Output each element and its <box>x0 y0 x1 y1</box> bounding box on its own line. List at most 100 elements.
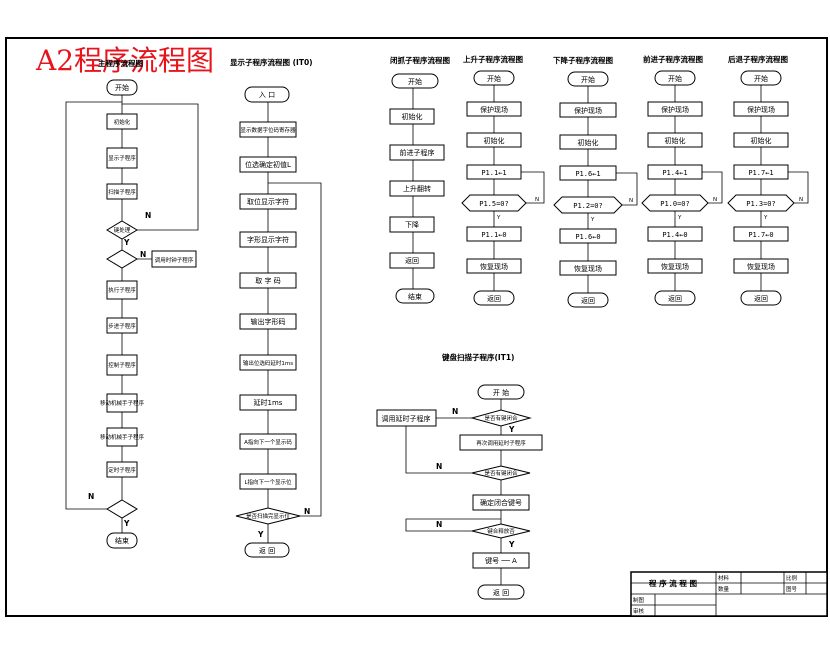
main-node-exec-label: 执行子程序 <box>108 286 136 294</box>
sub-up-start-label: 开始 <box>487 74 501 83</box>
sub-back-no: N <box>799 197 803 203</box>
sub-back-n5-label: 恢复现场 <box>747 262 775 271</box>
keyscan-no-3: N <box>436 520 442 529</box>
claw-node-4 <box>389 252 435 269</box>
display-title: 显示子程序流程图 (IT0) <box>230 57 313 67</box>
claw-end <box>395 288 435 304</box>
sub-down-start-label: 开始 <box>581 75 595 84</box>
title-block-scale: 比例 <box>786 574 798 582</box>
sub-up-n3-label: P1.1←1 <box>481 169 506 177</box>
sub-back-n4-label: P1.7←0 <box>748 231 773 239</box>
main-no-1: N <box>145 211 151 220</box>
sub-down-n4-label: P1.6←0 <box>575 233 600 241</box>
sub-up-title: 上升子程序流程图 <box>463 54 523 64</box>
keyscan-no-1: N <box>452 407 458 416</box>
sub-fwd-no: N <box>713 197 717 203</box>
display-node-4-label: 取 字 码 <box>255 276 280 285</box>
keyscan-side-label: 调用延时子程序 <box>382 414 431 423</box>
sub-fwd-n2-label: 初始化 <box>665 136 686 145</box>
sub-fwd-yes: Y <box>677 215 682 221</box>
main-no-3: N <box>88 492 94 501</box>
sub-back-title: 后退子程序流程图 <box>728 54 788 64</box>
sub-back-cond-label: P1.3=0? <box>746 200 776 208</box>
main-decision-1-label: 键处理 <box>114 226 131 234</box>
sub-down-n1-label: 保护现场 <box>574 106 602 115</box>
sub-fwd-title: 前进子程序流程图 <box>643 54 703 64</box>
main-node-timer-label: 定时子程序 <box>108 466 136 474</box>
main-node-move-label: 移动机械手子程序 <box>100 399 145 407</box>
keyscan-return-label: 返 回 <box>493 589 509 597</box>
sub-down-yes: Y <box>590 217 595 223</box>
display-node-8-label: A指向下一个显示码 <box>244 438 292 446</box>
sub-up-yes: Y <box>496 215 501 221</box>
sub-up-n2-label: 初始化 <box>484 136 505 145</box>
sub-down-cond <box>553 196 623 214</box>
display-node-6-label: 输出位选码延时1ms <box>243 359 293 367</box>
keyscan-yes-3: Y <box>508 540 515 549</box>
main-yes-3: Y <box>123 519 130 528</box>
claw-node-4-label: 返回 <box>405 257 419 265</box>
main-flowchart: 主程序流程图 开始 初始化 显示子程序 扫描子程序 键处理 调用时钟子程序 执行… <box>65 58 199 549</box>
sub-fwd-end-label: 返回 <box>668 295 682 303</box>
sub-up-n1-label: 保护现场 <box>480 105 508 114</box>
sub-fwd-n1-label: 保护现场 <box>661 105 689 114</box>
sub-down-n3-label: P1.6←1 <box>575 170 600 178</box>
keyscan-d3-label: 键合释放否 <box>487 527 515 535</box>
claw-node-0 <box>389 108 435 125</box>
display-connectors <box>267 102 322 543</box>
sub-flowchart-down: 下降子程序流程图 开始 保护现场 初始化 P1.6←1 P1.2=0? P1.6… <box>553 55 638 308</box>
main-title: 主程序流程图 <box>98 58 143 68</box>
claw-end-label: 结束 <box>408 292 422 301</box>
title-block-drafter: 制图 <box>633 596 645 604</box>
display-flowchart: 显示子程序流程图 (IT0) 入 口 显示数据字位码寄存器 位选确定初值L 取位… <box>230 57 322 558</box>
claw-node-1-label: 前进子程序 <box>400 148 435 157</box>
display-entry-label: 入 口 <box>259 91 275 99</box>
sub-down-n2-label: 初始化 <box>578 138 599 147</box>
sub-up-connectors <box>493 85 545 291</box>
sub-up-n4-label: P1.1←0 <box>481 231 506 239</box>
sub-down-connectors <box>587 86 638 293</box>
main-node-display-label: 显示子程序 <box>108 154 136 162</box>
main-node-init-label: 初始化 <box>114 118 131 126</box>
display-node-9-label: L指向下一个显示位 <box>244 478 292 486</box>
sub-fwd-connectors <box>674 85 723 291</box>
sub-fwd-cond <box>641 194 709 212</box>
sub-down-title: 下降子程序流程图 <box>553 55 613 65</box>
keyscan-connectors <box>405 399 502 585</box>
main-no-2: N <box>140 250 146 259</box>
keyscan-n2-label: 确定闭合键号 <box>480 498 522 507</box>
sub-down-cond-label: P1.2=0? <box>573 202 603 210</box>
keyscan-no-2: N <box>436 462 442 471</box>
main-node-ctrl-label: 控制子程序 <box>108 361 136 369</box>
sub-back-connectors <box>760 85 809 291</box>
claw-node-0-label: 初始化 <box>402 112 423 121</box>
sub-down-end-label: 返回 <box>581 297 595 305</box>
sub-flowchart-forward: 前进子程序流程图 开始 保护现场 初始化 P1.4←1 P1.0=0? P1.4… <box>641 54 723 306</box>
claw-flowchart: 闭抓子程序流程图 开始 初始化 前进子程序 上升翻转 下降 返回 结束 <box>389 55 450 304</box>
main-decision-3 <box>106 499 138 519</box>
keyscan-n3-label: 键号 ── A <box>485 556 517 565</box>
claw-node-2-label: 上升翻转 <box>403 184 431 193</box>
main-start-label: 开始 <box>115 83 129 92</box>
sub-back-start-label: 开始 <box>754 74 768 83</box>
sub-fwd-cond-label: P1.0=0? <box>660 200 690 208</box>
display-node-2-label: 取位显示字符 <box>247 197 289 206</box>
claw-node-3 <box>389 216 435 233</box>
sub-back-n2-label: 初始化 <box>751 136 772 145</box>
display-node-7-label: 延时1ms <box>254 398 283 407</box>
sub-down-n5-label: 恢复现场 <box>574 264 602 273</box>
display-node-0-label: 显示数据字位码寄存器 <box>240 126 296 134</box>
claw-node-1 <box>389 144 445 161</box>
sub-back-n3-label: P1.7←1 <box>748 169 773 177</box>
main-node-step-label: 步进子程序 <box>108 322 136 330</box>
title-block-title: 程 序 流 程 图 <box>649 578 697 588</box>
keyscan-flowchart: 键盘扫描子程序(IT1) 开 始 调用延时子程序 是否有键闭合 再次调用延时子程… <box>376 352 543 600</box>
sub-up-no: N <box>535 197 539 203</box>
keyscan-n1-label: 再次调用延时子程序 <box>476 439 526 447</box>
sub-flowchart-up: 上升子程序流程图 开始 保护现场 初始化 P1.1←1 P1.5=0? P1.1… <box>461 54 545 306</box>
main-end-label: 结束 <box>115 536 129 545</box>
display-node-5-label: 输出字形码 <box>251 317 286 326</box>
sub-back-end-label: 返回 <box>754 295 768 303</box>
sub-down-no: N <box>629 198 633 204</box>
